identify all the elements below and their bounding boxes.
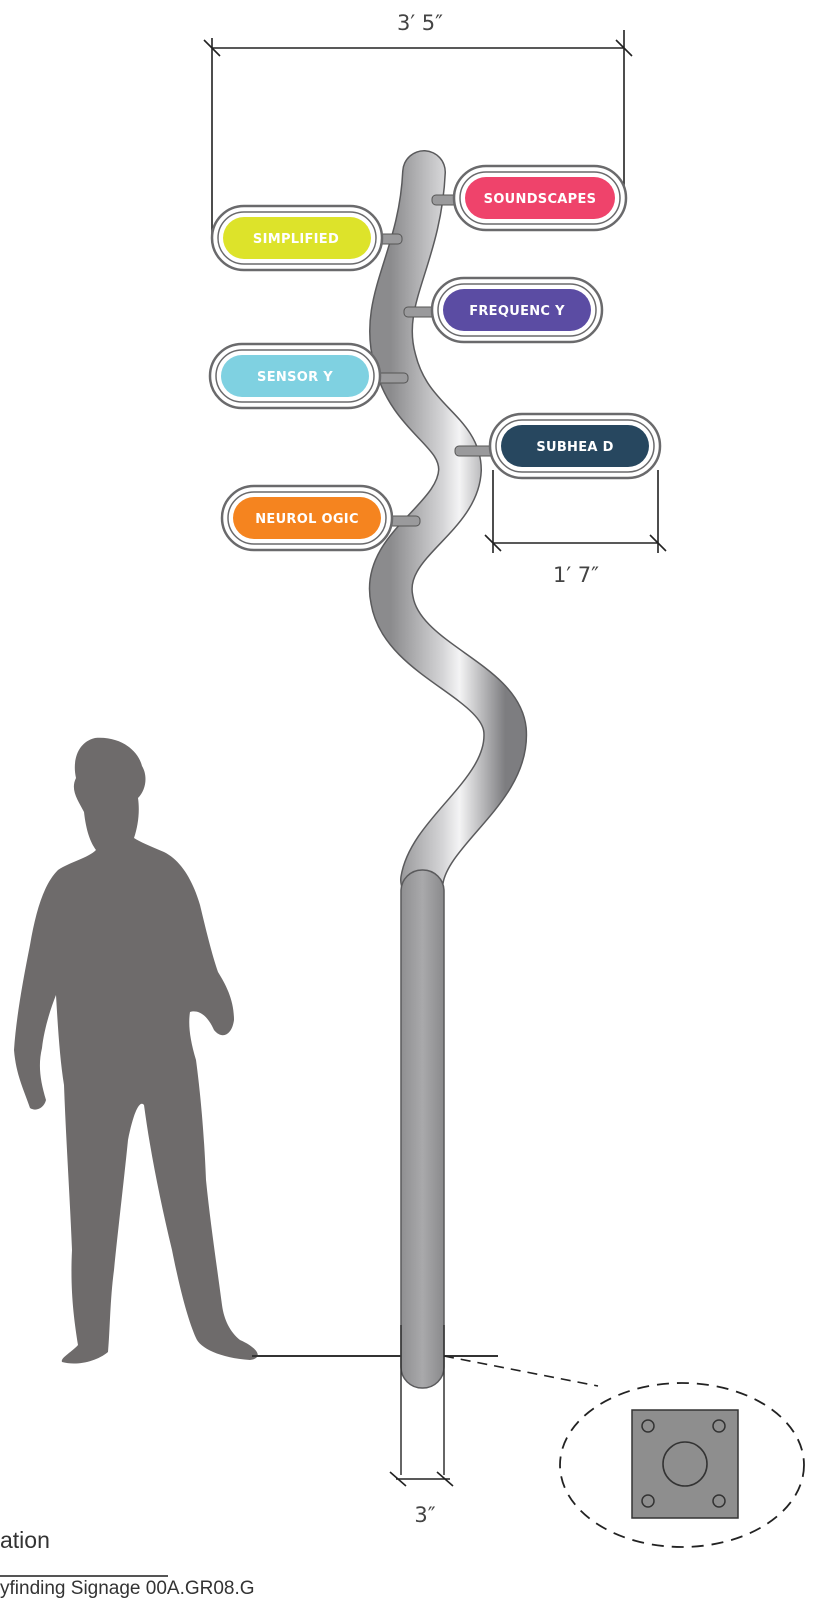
sign-subhead: SUBHEA D xyxy=(454,412,662,480)
sign-sensory: SENSOR Y xyxy=(208,342,409,410)
overall-width-dimension xyxy=(203,30,633,240)
human-silhouette xyxy=(14,737,258,1364)
pole-wavy-fill xyxy=(370,151,526,901)
post-diameter-label: 3″ xyxy=(414,1503,435,1527)
sign-neurologic-face xyxy=(233,497,381,539)
sign-subhead-face xyxy=(501,425,649,467)
sign-width-label: 1′ 7″ xyxy=(553,563,599,587)
sign-neurologic-label: NEUROL OGIC xyxy=(255,512,359,527)
caption-divider xyxy=(0,1575,168,1577)
detail-callout-bubble xyxy=(559,1382,805,1548)
sign-simplified-face xyxy=(223,217,371,259)
caption-subtitle: yfinding Signage 00A.GR08.G xyxy=(0,1578,255,1599)
sign-subhead-label: SUBHEA D xyxy=(536,440,613,455)
sign-soundscapes-label: SOUNDSCAPES xyxy=(484,192,597,207)
base-plate-detail xyxy=(631,1409,739,1519)
sign-soundscapes: SOUNDSCAPES xyxy=(431,164,628,232)
sign-frequency: FREQUENC Y xyxy=(403,276,604,344)
sign-sensory-face xyxy=(221,355,369,397)
sign-neurologic: NEUROL OGIC xyxy=(220,484,421,552)
overall-width-label: 3′ 5″ xyxy=(397,11,443,35)
sign-frequency-label: FREQUENC Y xyxy=(469,304,565,319)
sign-soundscapes-face xyxy=(465,177,615,219)
sign-sensory-label: SENSOR Y xyxy=(257,370,333,385)
post-diameter-dimension xyxy=(389,1471,454,1487)
detail-leader xyxy=(443,1355,599,1387)
sign-frequency-face xyxy=(443,289,591,331)
sign-simplified-label: SIMPLIFIED xyxy=(253,232,339,247)
sign-simplified: SIMPLIFIED xyxy=(210,204,403,272)
caption-title: ation xyxy=(0,1527,50,1553)
sign-width-dimension xyxy=(484,470,667,553)
pole-straight-section xyxy=(400,869,445,1389)
